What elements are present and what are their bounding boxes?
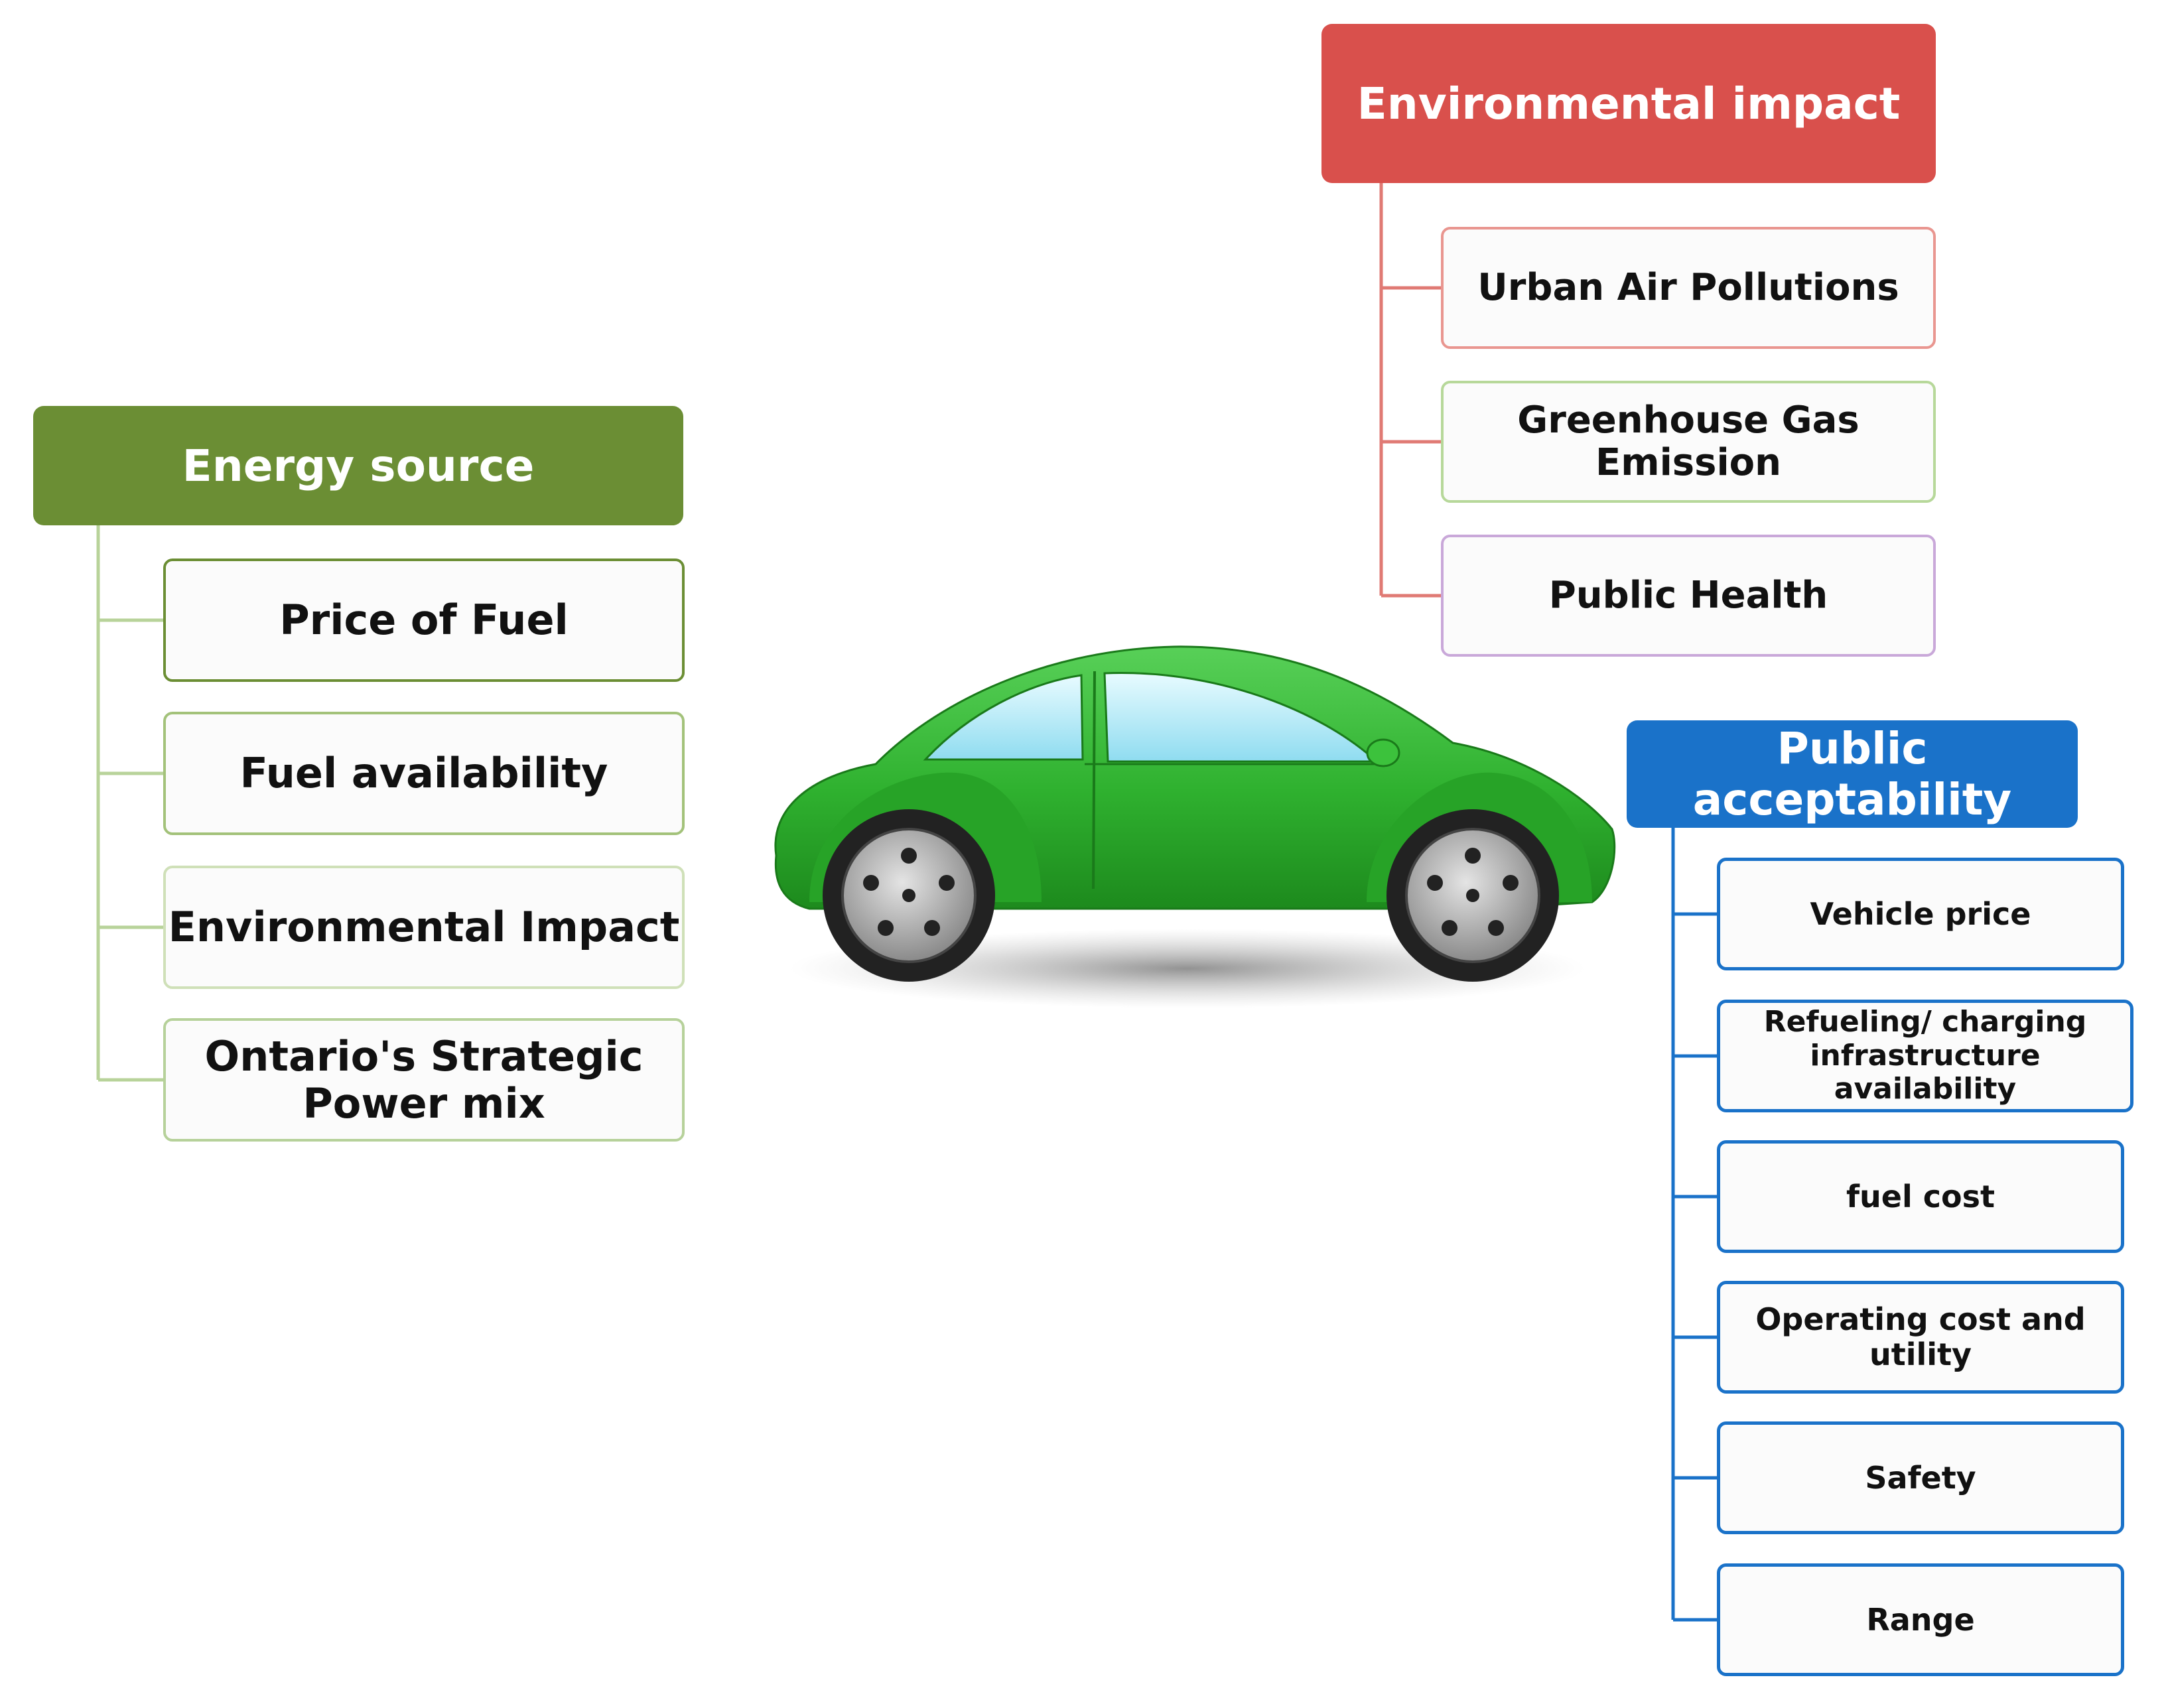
pub-item-vehicle-price: Vehicle price — [1717, 858, 2124, 970]
env-item-urban-air-pollutions: Urban Air Pollutions — [1441, 227, 1936, 349]
energy-item-price-of-fuel: Price of Fuel — [163, 558, 685, 682]
energy-item-fuel-availability: Fuel availability — [163, 712, 685, 835]
public-connectors — [1671, 828, 1717, 1622]
energy-connectors — [96, 525, 163, 1082]
pub-item-fuel-cost: fuel cost — [1717, 1140, 2124, 1253]
environmental-impact-header: Environmental impact — [1321, 24, 1936, 183]
pub-item-refueling-infrastructure: Refueling/ charging infrastructure avail… — [1717, 1000, 2133, 1112]
pub-item-operating-cost: Operating cost and utility — [1717, 1281, 2124, 1394]
env-item-greenhouse-gas: Greenhouse Gas Emission — [1441, 381, 1936, 503]
energy-source-header: Energy source — [33, 406, 683, 525]
public-acceptability-header: Public acceptability — [1627, 720, 2078, 828]
pub-item-range: Range — [1717, 1563, 2124, 1676]
car-icon — [774, 645, 1616, 1008]
energy-item-environmental-impact: Environmental Impact — [163, 866, 685, 989]
pub-item-safety: Safety — [1717, 1421, 2124, 1534]
environment-connectors — [1379, 183, 1441, 598]
energy-item-ontario-power-mix: Ontario's Strategic Power mix — [163, 1018, 685, 1142]
env-item-public-health: Public Health — [1441, 535, 1936, 657]
